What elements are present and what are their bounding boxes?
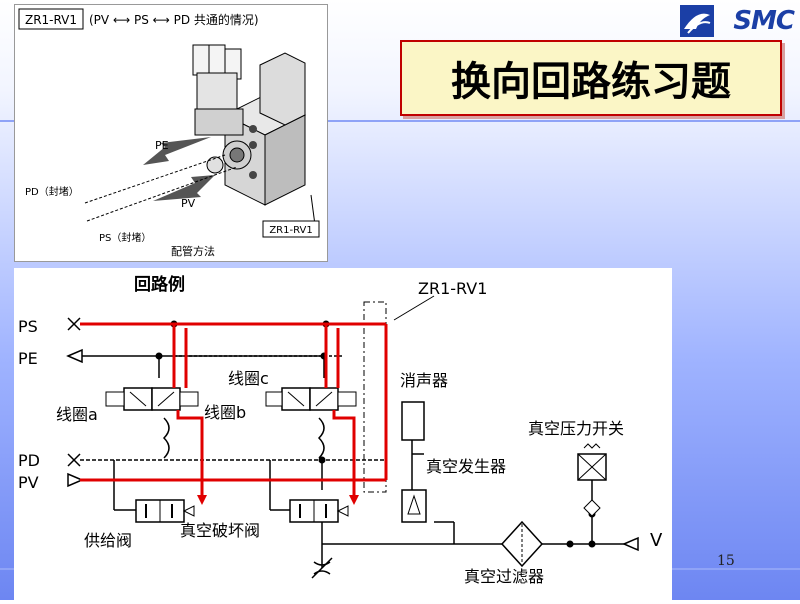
unit-leader: [310, 194, 316, 226]
port-pv-label: PV: [18, 473, 39, 492]
unit-label: ZR1-RV1: [269, 225, 312, 236]
piping-figure-drawing: ZR1-RV1 (PV ⟷ PS ⟷ PD 共通的情况) PE PV: [18, 8, 320, 258]
piping-figure: ZR1-RV1 (PV ⟷ PS ⟷ PD 共通的情况) PE PV: [14, 4, 328, 262]
coil-a-label: 线圈a: [56, 405, 98, 424]
flow-paths: [80, 322, 388, 505]
vacuum-generator-label: 真空发生器: [426, 457, 506, 476]
manifold-model-label: ZR1-RV1: [418, 279, 487, 298]
port-v-icon: [622, 536, 639, 552]
ps-plugged-label: PS（封堵）: [99, 231, 151, 244]
port-pv-supply-icon: [67, 472, 84, 488]
pe-label: PE: [155, 139, 169, 152]
port-ps-plug-icon: [67, 317, 81, 331]
circuit-panel: 回路例 ZR1-RV1 PS PE PD PV V: [14, 268, 672, 600]
vacuum-filter-label: 真空过滤器: [464, 567, 544, 586]
throttle-valve-icon: [311, 557, 333, 579]
unit-label-box: [262, 220, 320, 238]
figure-header: (PV ⟷ PS ⟷ PD 共通的情况): [89, 12, 259, 27]
port-pe-exhaust-icon: [66, 348, 83, 364]
port-pe-label: PE: [18, 349, 38, 368]
port-ps-label: PS: [18, 317, 38, 336]
model-label: ZR1-RV1: [25, 13, 77, 27]
supply-valve-label: 供给阀: [84, 531, 132, 550]
pe-arrow: [143, 137, 211, 165]
smc-logo-text: SMC: [733, 6, 795, 36]
coil-c-label: 线圈c: [228, 369, 269, 388]
port-v-label: V: [650, 530, 663, 551]
pv-arrow: [153, 175, 215, 201]
vacuum-pressure-switch-icon: [577, 443, 607, 517]
header-rule: [0, 120, 800, 122]
vacuum-break-valve: [289, 499, 349, 523]
pv-label: PV: [181, 197, 196, 210]
silencer-icon: [401, 401, 425, 441]
manifold-block: [363, 301, 387, 493]
circuit-title: 回路例: [134, 274, 185, 295]
coil-b-label: 线圈b: [204, 403, 246, 422]
silencer-label: 消声器: [400, 371, 448, 390]
pilot-valve-c: [265, 387, 357, 411]
circuit-diagram: 回路例 ZR1-RV1 PS PE PD PV V: [18, 274, 663, 586]
manifold-leader: [393, 295, 435, 321]
pilot-valve-ab: [105, 387, 199, 411]
pd-plugged-label: PD（封堵）: [25, 185, 79, 198]
supply-valve: [135, 499, 195, 523]
page-number: 15: [717, 553, 735, 569]
port-pd-plug-icon: [67, 453, 81, 467]
port-pd-label: PD: [18, 451, 40, 470]
vacuum-switch-label: 真空压力开关: [528, 419, 624, 438]
valve-unit-drawing: [192, 44, 307, 206]
ps-leader: [86, 166, 238, 222]
model-label-box: [18, 8, 84, 30]
smc-logo-icon: [680, 5, 714, 37]
figure-caption: 配管方法: [171, 244, 215, 258]
slide-title: 换向回路练习题: [400, 40, 782, 116]
vacuum-generator-nozzle: [407, 494, 421, 515]
break-valve-label: 真空破坏阀: [180, 521, 260, 540]
smc-logo: SMC: [680, 4, 795, 38]
